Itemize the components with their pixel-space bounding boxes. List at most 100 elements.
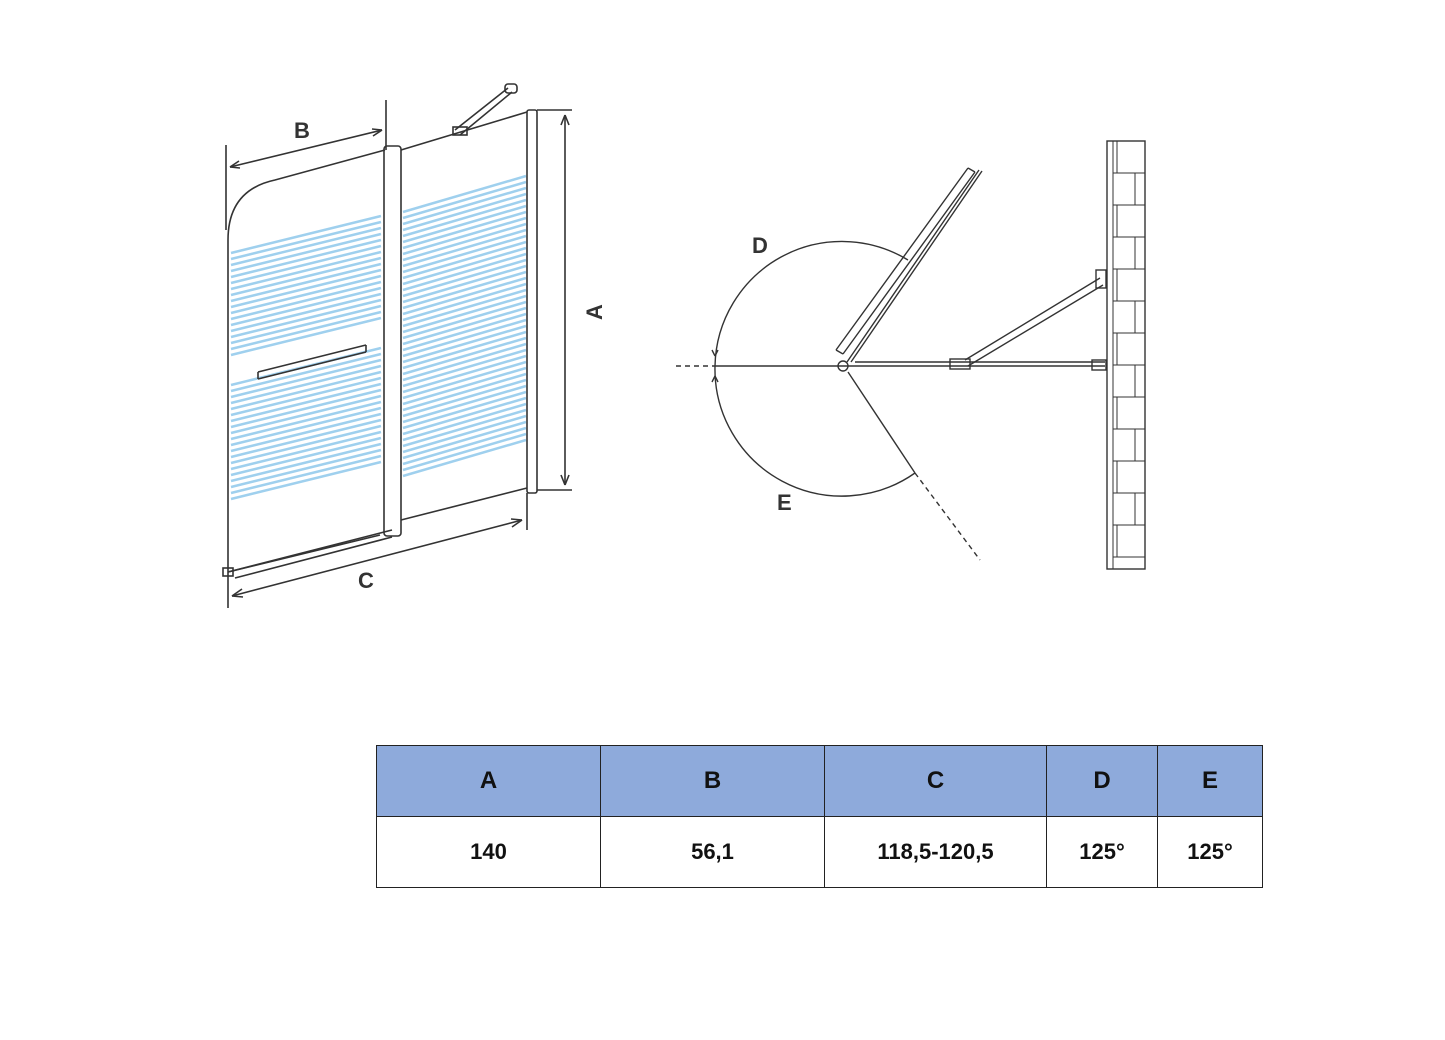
glass-stripe bbox=[402, 372, 527, 412]
glass-stripe bbox=[402, 276, 527, 316]
table-row: 140 56,1 118,5-120,5 125° 125° bbox=[376, 816, 1263, 888]
glass-stripe bbox=[230, 382, 382, 423]
glass-stripe bbox=[230, 406, 382, 447]
glass-stripe bbox=[230, 244, 382, 285]
glass-stripe bbox=[230, 394, 382, 435]
header-e: E bbox=[1157, 745, 1263, 817]
label-d: D bbox=[752, 233, 768, 258]
label-c: C bbox=[358, 568, 374, 593]
glass-stripe bbox=[230, 286, 382, 327]
fixed-panel bbox=[715, 361, 1105, 367]
glass-stripe bbox=[230, 376, 382, 417]
glass-stripe bbox=[402, 228, 527, 268]
glass-stripe bbox=[230, 316, 382, 357]
glass-stripe bbox=[402, 384, 527, 424]
value-e: 125° bbox=[1157, 816, 1263, 888]
bottom-profile bbox=[227, 529, 393, 579]
glass-stripe bbox=[230, 250, 382, 291]
dimension-c bbox=[227, 493, 528, 608]
header-a: A bbox=[376, 745, 601, 817]
label-a: A bbox=[582, 304, 607, 320]
glass-stripe bbox=[230, 364, 382, 405]
glass-stripe bbox=[402, 312, 527, 352]
pivot bbox=[837, 360, 849, 372]
glass-stripe bbox=[230, 400, 382, 441]
glass-stripe bbox=[402, 360, 527, 400]
glass-stripe bbox=[402, 240, 527, 280]
stabilizer-bar bbox=[454, 87, 513, 136]
glass-stripe bbox=[402, 270, 527, 310]
glass-stripe bbox=[230, 352, 382, 393]
value-d: 125° bbox=[1046, 816, 1158, 888]
towel-handle bbox=[257, 344, 367, 380]
glass-stripe bbox=[402, 174, 527, 214]
glass-stripe bbox=[230, 274, 382, 315]
glass-stripe bbox=[402, 282, 527, 322]
glass-stripe bbox=[402, 216, 527, 256]
glass-stripe bbox=[402, 204, 527, 244]
value-c: 118,5-120,5 bbox=[824, 816, 1047, 888]
glass-stripe bbox=[402, 390, 527, 430]
glass-stripe bbox=[402, 246, 527, 286]
wall bbox=[1106, 140, 1146, 570]
left-panel-outline bbox=[227, 149, 386, 572]
glass-stripe bbox=[230, 442, 382, 483]
glass-stripe bbox=[230, 430, 382, 471]
glass-stripe bbox=[230, 262, 382, 303]
glass-stripe bbox=[230, 370, 382, 411]
glass-stripe bbox=[402, 366, 527, 406]
glass-stripe bbox=[230, 454, 382, 495]
glass-stripe bbox=[230, 268, 382, 309]
right-panel-profile bbox=[526, 109, 538, 494]
arc-e bbox=[714, 365, 916, 497]
glass-stripe bbox=[230, 232, 382, 273]
glass-stripe bbox=[230, 412, 382, 453]
glass-stripe bbox=[402, 426, 527, 466]
glass-stripe bbox=[230, 226, 382, 267]
glass-stripe bbox=[402, 294, 527, 334]
glass-stripe bbox=[402, 354, 527, 394]
glass-stripe bbox=[230, 214, 382, 255]
dimension-a bbox=[537, 109, 572, 491]
glass-stripe bbox=[402, 402, 527, 442]
glass-stripe bbox=[402, 378, 527, 418]
header-d: D bbox=[1046, 745, 1158, 817]
glass-stripe bbox=[230, 220, 382, 261]
wall-stay bbox=[964, 277, 1104, 367]
glass-stripe bbox=[230, 460, 382, 501]
dimension-b bbox=[225, 100, 387, 230]
glass-stripe bbox=[230, 418, 382, 459]
glass-stripe bbox=[402, 198, 527, 238]
hinge-profile bbox=[383, 145, 402, 537]
open-panel bbox=[835, 167, 976, 355]
glass-stripe bbox=[402, 432, 527, 472]
glass-stripe bbox=[230, 304, 382, 345]
glass-stripe bbox=[402, 396, 527, 436]
glass-stripe bbox=[402, 192, 527, 232]
glass-stripe bbox=[230, 358, 382, 399]
glass-stripe bbox=[402, 288, 527, 328]
glass-stripe bbox=[402, 234, 527, 274]
arc-d bbox=[714, 240, 909, 367]
glass-stripe bbox=[230, 388, 382, 429]
value-b: 56,1 bbox=[600, 816, 825, 888]
glass-stripes bbox=[230, 174, 527, 501]
glass-stripe bbox=[402, 336, 527, 376]
glass-stripe bbox=[230, 298, 382, 339]
glass-stripe bbox=[230, 280, 382, 321]
glass-stripe bbox=[230, 436, 382, 477]
glass-stripe bbox=[230, 238, 382, 279]
glass-stripe bbox=[402, 438, 527, 478]
glass-stripe bbox=[402, 222, 527, 262]
glass-stripe bbox=[402, 264, 527, 304]
glass-stripe bbox=[230, 424, 382, 465]
label-b: B bbox=[294, 118, 310, 143]
glass-stripe bbox=[402, 210, 527, 250]
glass-stripe bbox=[402, 408, 527, 448]
front-view bbox=[222, 83, 572, 608]
value-a: 140 bbox=[376, 816, 601, 888]
glass-stripe bbox=[402, 318, 527, 358]
label-e: E bbox=[777, 490, 792, 515]
glass-stripe bbox=[402, 414, 527, 454]
header-c: C bbox=[824, 745, 1047, 817]
